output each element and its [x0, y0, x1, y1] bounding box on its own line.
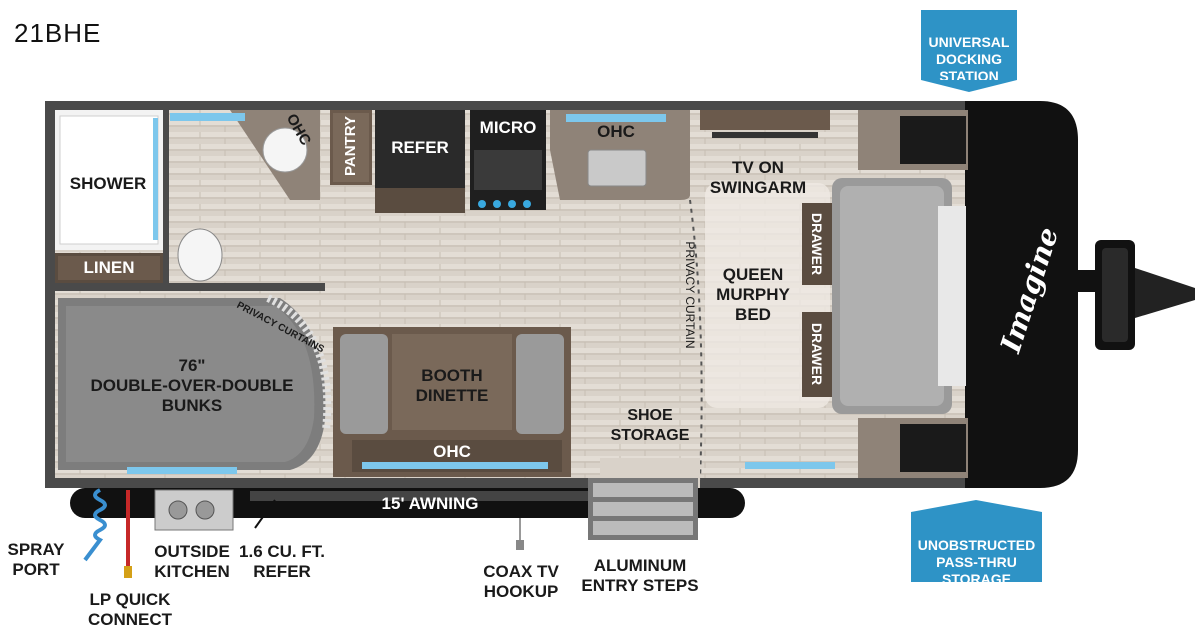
- dinette-bench-right: [516, 334, 564, 434]
- tv-label: TV ON SWINGARM: [709, 158, 807, 197]
- bath-sink: [262, 127, 308, 173]
- bath-wall: [163, 110, 169, 290]
- pass-thru-storage-callout: UNOBSTRUCTED PASS-THRU STORAGE: [911, 512, 1042, 587]
- shower-label: SHOWER: [69, 174, 147, 193]
- pass-thru-storage-label: UNOBSTRUCTED PASS-THRU STORAGE: [917, 537, 1036, 587]
- shoe-storage-label: SHOE STORAGE: [610, 407, 690, 444]
- model-name: 21BHE: [14, 18, 102, 48]
- tv-cabinet: [700, 110, 830, 130]
- bunk-curtain: [266, 294, 332, 431]
- privacy-curtain-label: PRIVACY CURTAIN: [683, 241, 697, 349]
- murphy-bed-label: QUEEN MURPHY BED: [716, 265, 790, 324]
- micro-label: MICRO: [479, 118, 537, 137]
- coax-hookup-label: COAX TV HOOKUP: [483, 562, 559, 601]
- spray-port-label: SPRAY PORT: [7, 540, 65, 579]
- murphy-bed-outline: [705, 183, 830, 408]
- storage-pointer: [911, 500, 1042, 512]
- drawer-top-label: DRAWER: [809, 212, 825, 276]
- dinette-ohc-label: OHC: [433, 442, 471, 461]
- refrigerator: [375, 110, 465, 188]
- drawer-bottom: [802, 312, 832, 397]
- bath-floor-divider: [55, 283, 325, 291]
- kitchen-sink: [587, 149, 647, 187]
- outside-kitchen-label: OUTSIDE KITCHEN: [154, 542, 230, 581]
- toilet: [177, 228, 223, 282]
- bunks-label: 76" DOUBLE-OVER-DOUBLE BUNKS: [90, 356, 294, 415]
- pantry-label: PANTRY: [342, 116, 359, 176]
- drawer-bottom-label: DRAWER: [809, 322, 825, 386]
- entry-steps-label: ALUMINUM ENTRY STEPS: [581, 556, 699, 595]
- refer-label: REFER: [391, 138, 449, 157]
- awning-label: 15' AWNING: [381, 494, 479, 513]
- outside-kitchen-unit: [154, 489, 234, 531]
- hitch-tongue: [1078, 270, 1098, 292]
- outside-refer-label: 1.6 CU. FT. REFER: [239, 542, 325, 581]
- docking-station-callout: UNIVERSAL DOCKING STATION: [921, 10, 1017, 84]
- linen-label: LINEN: [83, 258, 135, 277]
- kitchen-ohc-label: OHC: [597, 122, 635, 141]
- drawer-top: [802, 203, 832, 285]
- dinette-label: BOOTH DINETTE: [415, 366, 489, 405]
- spray-hose: [83, 488, 107, 562]
- dinette-bench-left: [340, 334, 388, 434]
- dinette-table: [392, 334, 512, 430]
- outside-refer-line: [254, 499, 276, 529]
- docking-pointer: [921, 80, 1017, 92]
- front-cap: [965, 101, 1078, 488]
- lp-quick-connect-label: LP QUICK CONNECT: [87, 590, 173, 629]
